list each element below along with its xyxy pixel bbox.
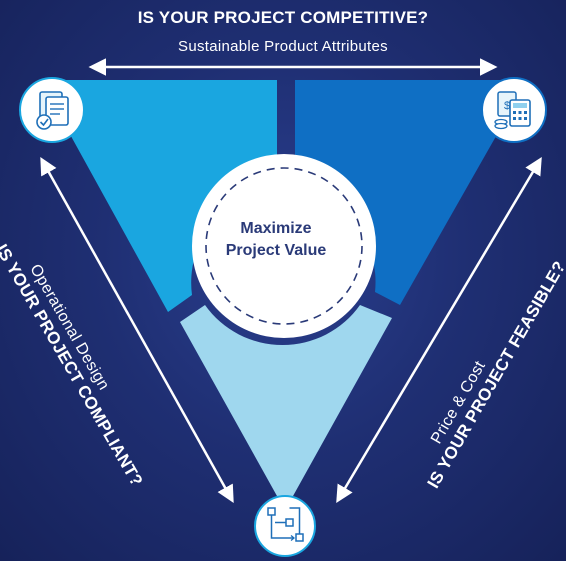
top-subtitle: Sustainable Product Attributes — [178, 38, 388, 55]
left-double-arrow — [40, 156, 234, 504]
top-question: IS YOUR PROJECT COMPETITIVE? — [137, 8, 429, 27]
center-label: Maximize Project Value — [196, 218, 356, 262]
center-line-2: Project Value — [225, 242, 327, 259]
calculator-cost-icon: $ — [481, 77, 547, 143]
svg-text:$: $ — [504, 100, 510, 112]
workflow-diagram-icon — [254, 495, 316, 557]
compliance-document-icon — [19, 77, 85, 143]
right-double-arrow — [336, 156, 542, 504]
center-line-1: Maximize — [240, 220, 312, 237]
center-circle — [192, 154, 376, 338]
